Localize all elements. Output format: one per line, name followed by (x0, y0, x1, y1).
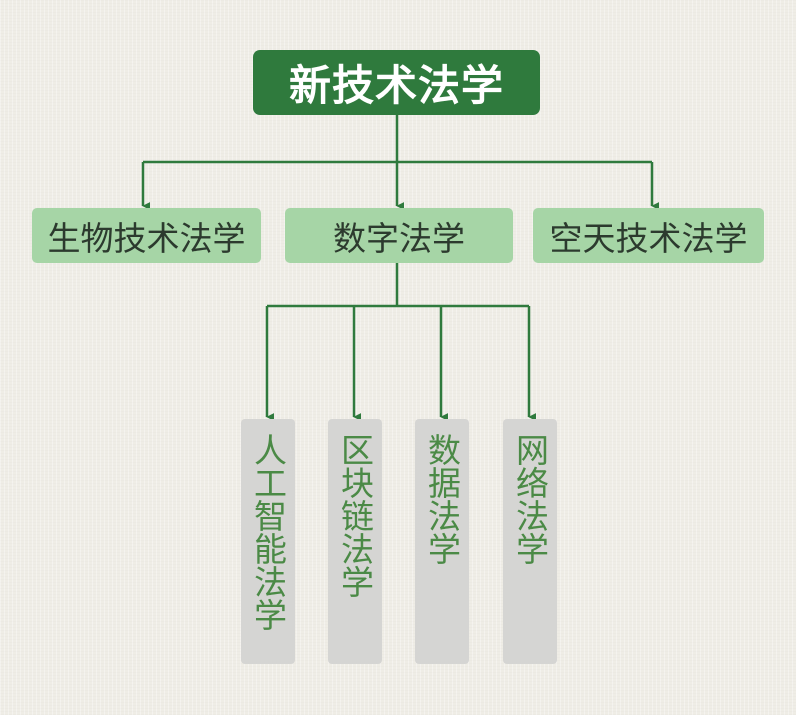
node-data-law: 数据法学 (415, 419, 469, 664)
node-blockchain-law-label: 区块链法学 (335, 433, 375, 598)
node-digital-law-label: 数字法学 (333, 218, 465, 258)
root-node: 新技术法学 (253, 50, 540, 115)
node-ai-law-label: 人工智能法学 (248, 433, 288, 631)
node-network-law-label: 网络法学 (510, 433, 550, 565)
node-aerospace-law: 空天技术法学 (533, 208, 764, 263)
node-data-law-label: 数据法学 (422, 433, 462, 565)
node-digital-law: 数字法学 (285, 208, 513, 263)
root-node-label: 新技术法学 (288, 61, 504, 110)
node-biotech-law-label: 生物技术法学 (47, 218, 246, 258)
node-network-law: 网络法学 (503, 419, 557, 664)
node-aerospace-law-label: 空天技术法学 (549, 218, 748, 258)
node-biotech-law: 生物技术法学 (32, 208, 261, 263)
node-blockchain-law: 区块链法学 (328, 419, 382, 664)
node-ai-law: 人工智能法学 (241, 419, 295, 664)
